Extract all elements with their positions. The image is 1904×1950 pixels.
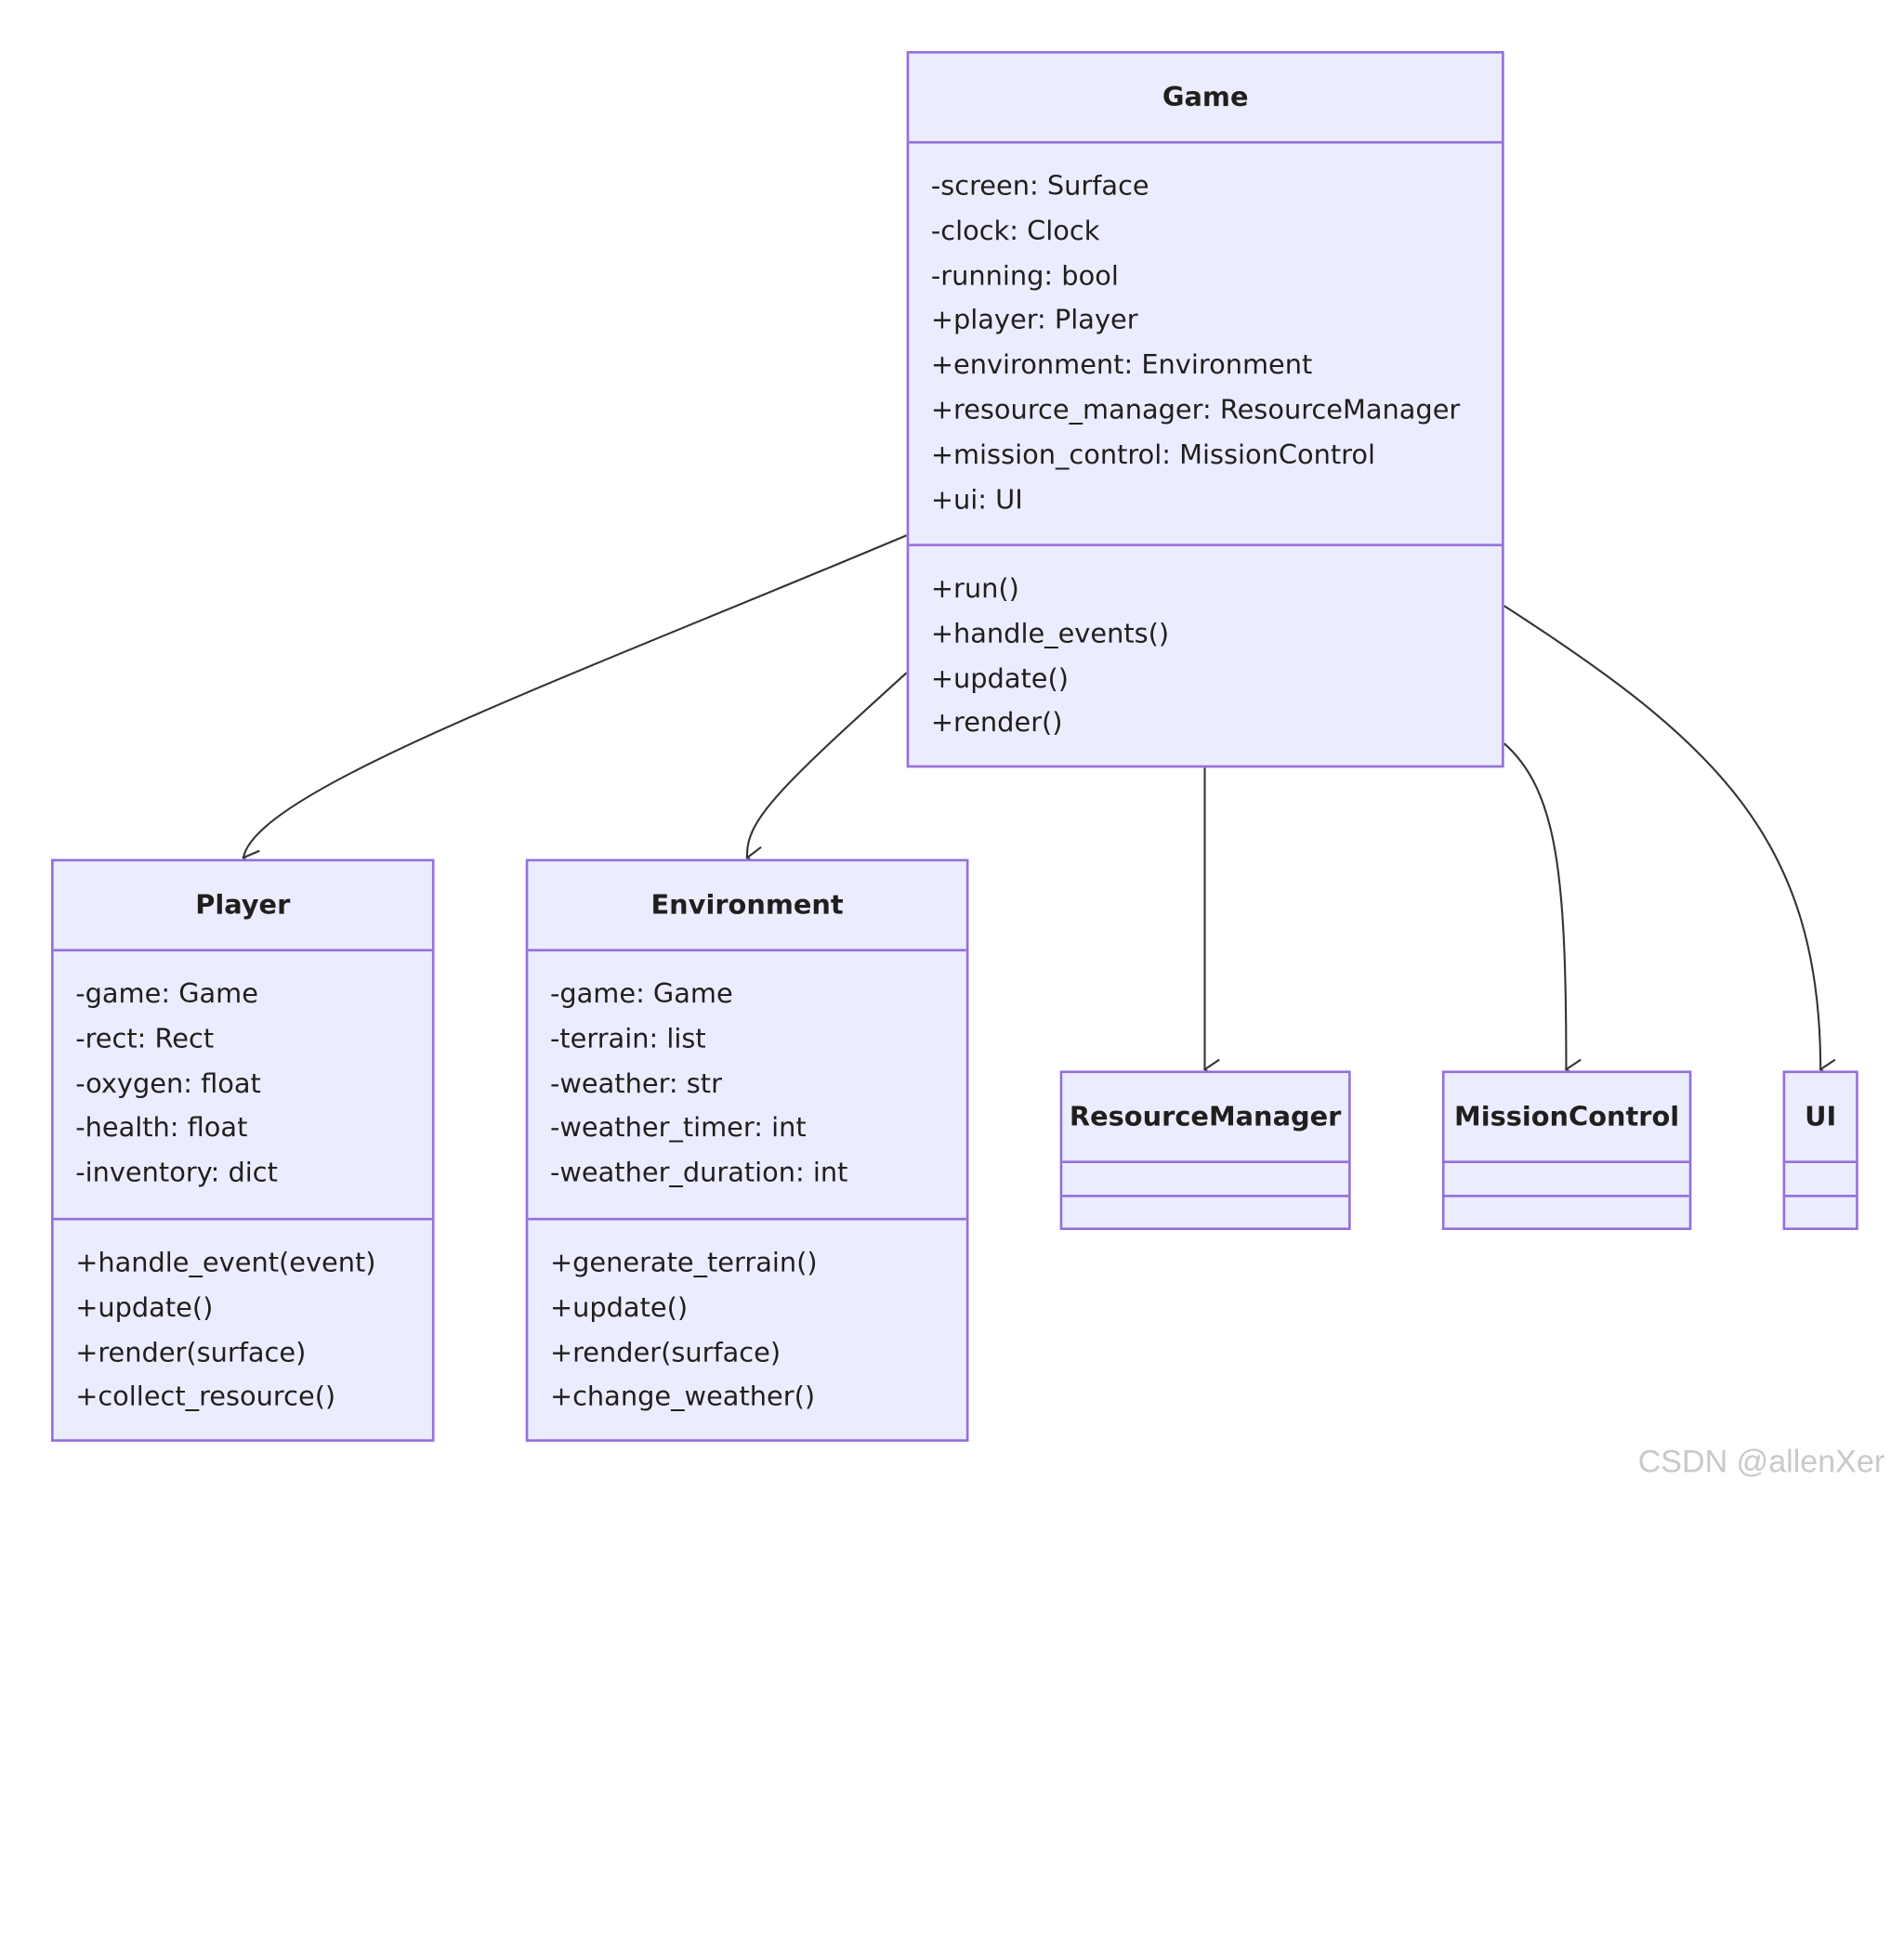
- class-ui[interactable]: UI: [1782, 1070, 1858, 1231]
- attribute: -rect: Rect: [75, 1024, 215, 1055]
- attribute: +player: Player: [930, 306, 1138, 336]
- attribute: -running: bool: [930, 261, 1119, 292]
- attribute: -weather: str: [549, 1068, 722, 1100]
- method: +render(surface): [75, 1338, 307, 1368]
- attribute: +resource_manager: ResourceManager: [930, 395, 1461, 426]
- methods-section: +generate_terrain() +update() +render(su…: [528, 1221, 965, 1444]
- method: +update(): [75, 1292, 214, 1324]
- methods-section: [1785, 1197, 1856, 1230]
- attribute: -weather_duration: int: [549, 1158, 848, 1189]
- attribute: -oxygen: float: [75, 1068, 261, 1100]
- methods-section: [1062, 1197, 1348, 1230]
- class-resource-manager[interactable]: ResourceManager: [1059, 1070, 1351, 1231]
- attribute: -weather_timer: int: [549, 1113, 807, 1145]
- class-name: MissionControl: [1444, 1073, 1689, 1163]
- methods-section: +run() +handle_events() +update() +rende…: [909, 546, 1502, 769]
- method: +update(): [549, 1292, 689, 1324]
- attributes-section: [1062, 1163, 1349, 1197]
- edge-game-ui: [1504, 605, 1836, 1080]
- attributes-section: -game: Game -rect: Rect -oxygen: float -…: [53, 951, 432, 1221]
- class-player[interactable]: Player -game: Game -rect: Rect -oxygen: …: [51, 858, 435, 1444]
- class-name: Game: [909, 54, 1503, 144]
- class-name: UI: [1785, 1073, 1857, 1163]
- class-mission-control[interactable]: MissionControl: [1441, 1070, 1692, 1231]
- methods-section: +handle_event(event) +update() +render(s…: [54, 1221, 432, 1444]
- method: +generate_terrain(): [549, 1248, 818, 1279]
- attribute: -health: float: [75, 1113, 248, 1145]
- attribute: -clock: Clock: [930, 216, 1100, 247]
- attributes-section: [1444, 1163, 1689, 1197]
- method: +handle_event(event): [75, 1248, 376, 1279]
- attribute: -game: Game: [549, 979, 733, 1010]
- methods-section: [1444, 1197, 1688, 1230]
- watermark: CSDN @allenXer: [1637, 1443, 1885, 1480]
- method: +update(): [930, 663, 1069, 695]
- attribute: +mission_control: MissionControl: [930, 439, 1376, 471]
- class-game[interactable]: Game -screen: Surface -clock: Clock -run…: [906, 51, 1504, 769]
- method: +render(surface): [549, 1338, 781, 1368]
- edge-game-player: [242, 534, 908, 871]
- method: +change_weather(): [549, 1382, 816, 1413]
- attributes-section: -game: Game -terrain: list -weather: str…: [528, 951, 966, 1221]
- attribute: -terrain: list: [549, 1024, 706, 1055]
- method: +handle_events(): [930, 619, 1170, 650]
- attribute: -screen: Surface: [930, 171, 1149, 203]
- class-name: Environment: [528, 861, 966, 952]
- class-environment[interactable]: Environment -game: Game -terrain: list -…: [525, 858, 969, 1444]
- class-name: Player: [53, 861, 432, 952]
- attributes-section: -screen: Surface -clock: Clock -running:…: [909, 144, 1503, 547]
- method: +run(): [930, 574, 1019, 605]
- attributes-section: [1785, 1163, 1857, 1197]
- attribute: -game: Game: [75, 979, 258, 1010]
- edge-game-environment: [745, 672, 908, 868]
- class-name: ResourceManager: [1062, 1073, 1349, 1163]
- edge-game-mission-control: [1503, 742, 1582, 1080]
- attribute: +ui: UI: [930, 484, 1023, 516]
- attribute: -inventory: dict: [75, 1158, 278, 1189]
- method: +collect_resource(): [75, 1382, 336, 1413]
- relationship-edges: [242, 534, 1836, 1080]
- attribute: +environment: Environment: [930, 350, 1313, 382]
- method: +render(): [930, 708, 1063, 739]
